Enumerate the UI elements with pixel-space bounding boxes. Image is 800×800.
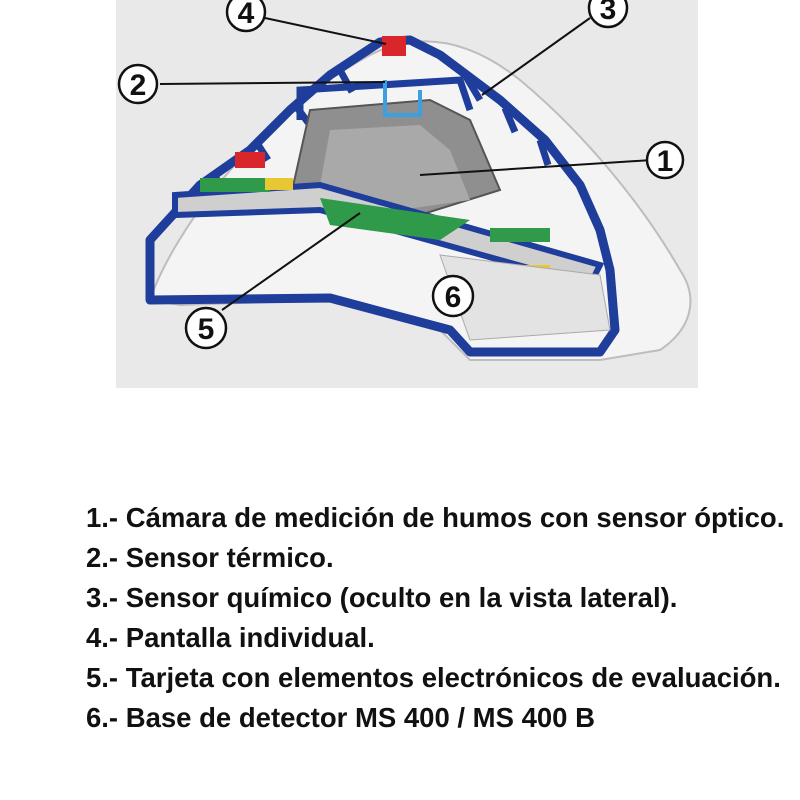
callout-number-1: 1 (657, 145, 674, 178)
legend-item-2: 2.- Sensor térmico. (86, 542, 334, 573)
thermal-sensor-tube (383, 80, 422, 117)
legend-item-1: 1.- Cámara de medición de humos con sens… (86, 502, 785, 533)
leader-line-4 (264, 17, 387, 45)
legend-item-5: 5.- Tarjeta con elementos electrónicos d… (86, 662, 781, 693)
callout-1: 1 (645, 140, 685, 180)
callout-5: 5 (184, 306, 228, 350)
callout-number-2: 2 (130, 69, 147, 102)
callout-number-5: 5 (198, 313, 215, 346)
yellow-component-left (265, 178, 293, 190)
legend-item-6: 6.- Base de detector MS 400 / MS 400 B (86, 702, 595, 733)
leader-line-3 (481, 17, 591, 96)
red-component-left (235, 152, 265, 168)
cutaway-illustration: 1 2 3 4 5 6 (116, 0, 698, 388)
pcb-right-segment (490, 228, 550, 242)
chamber-inner-wall (320, 125, 470, 210)
detector-cutaway-figure: 1 2 3 4 5 6 (116, 0, 698, 388)
legend-list: 1.- Cámara de medición de humos con sens… (86, 498, 786, 738)
callout-number-6: 6 (445, 281, 462, 314)
pcb-left-segment (200, 178, 270, 192)
callout-3: 3 (587, 0, 629, 29)
pcb-green-board (320, 198, 470, 240)
callout-number-4: 4 (238, 0, 255, 30)
chamber-frame (296, 76, 474, 120)
legend-item-4: 4.- Pantalla individual. (86, 622, 375, 653)
leader-line-5 (221, 212, 361, 311)
callout-6: 6 (431, 274, 475, 318)
callout-2: 2 (117, 63, 159, 105)
callout-4: 4 (225, 0, 267, 33)
legend-item-3: 3.- Sensor químico (oculto en la vista l… (86, 582, 678, 613)
leader-line-2 (159, 81, 386, 85)
callout-number-3: 3 (600, 0, 617, 26)
leader-line-1 (419, 159, 653, 176)
leader-lines (159, 17, 653, 311)
red-component-display (382, 36, 406, 56)
